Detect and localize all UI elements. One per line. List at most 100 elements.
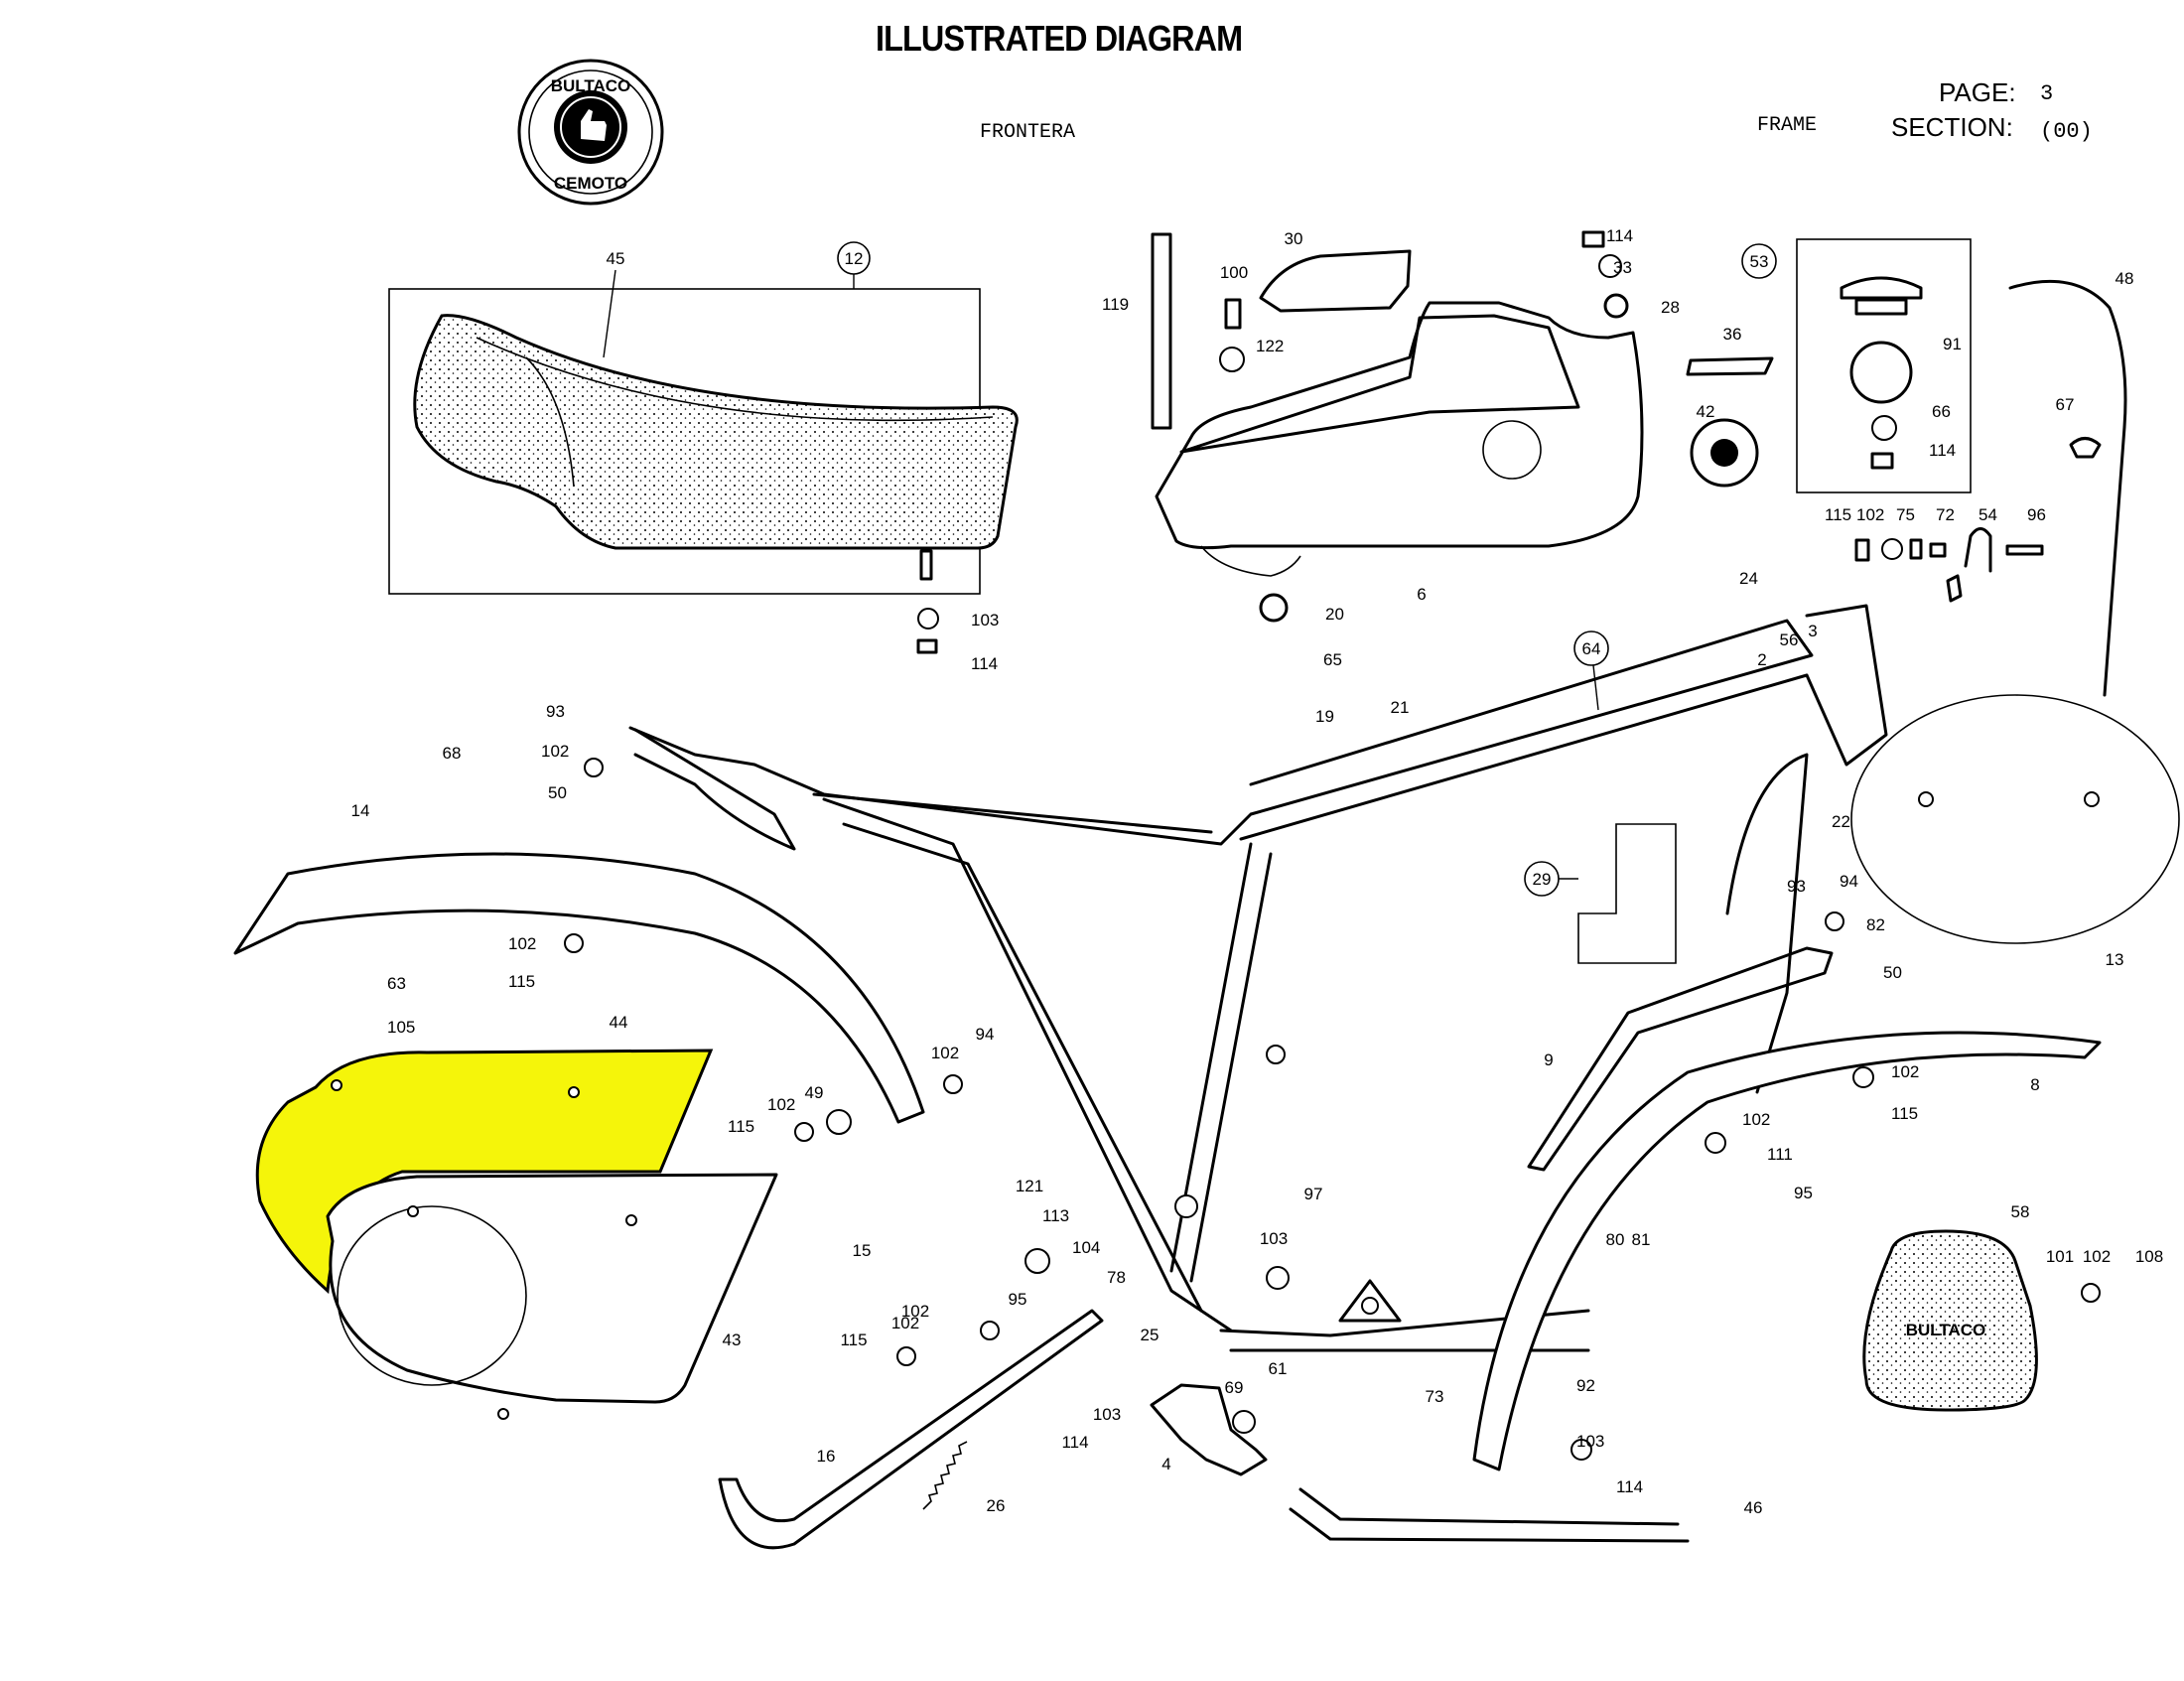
label-44: 44 — [610, 1013, 628, 1032]
label-58: 58 — [2011, 1202, 2030, 1221]
label-63: 63 — [387, 974, 406, 993]
label-4: 4 — [1161, 1455, 1170, 1473]
number-plate — [1850, 694, 2180, 944]
label-48: 48 — [2116, 269, 2134, 288]
label-94c: 94 — [976, 1025, 995, 1044]
label-45: 45 — [607, 249, 625, 268]
label-101: 101 — [2046, 1247, 2074, 1266]
label-119: 119 — [1102, 295, 1129, 314]
callout-53: 53 — [1750, 252, 1769, 271]
section-name: FRAME — [1757, 114, 1818, 137]
label-50a: 50 — [548, 783, 567, 802]
label-21: 21 — [1391, 698, 1410, 717]
fuel-tank — [1151, 230, 1644, 577]
label-92: 92 — [1576, 1376, 1595, 1395]
label-2: 2 — [1757, 650, 1766, 669]
label-91: 91 — [1943, 335, 1962, 353]
label-121: 121 — [1016, 1177, 1043, 1195]
label-122: 122 — [1256, 337, 1284, 355]
label-16: 16 — [817, 1447, 836, 1466]
bultaco-logo: BULTACO CEMOTO — [517, 59, 664, 206]
label-96: 96 — [2027, 505, 2046, 524]
label-115-bk: 115 — [1825, 505, 1851, 524]
label-102-mf: 102 — [2083, 1247, 2111, 1266]
label-68: 68 — [443, 744, 462, 763]
label-114-cap: 114 — [1929, 441, 1956, 460]
label-102-bk: 102 — [1856, 505, 1884, 524]
label-78: 78 — [1107, 1268, 1126, 1287]
label-114: 114 — [971, 654, 998, 673]
label-6: 6 — [1417, 585, 1426, 604]
label-95b: 95 — [1794, 1184, 1813, 1202]
label-65: 65 — [1323, 650, 1342, 669]
hardware-washers — [564, 593, 2101, 1461]
page-number: 3 — [2040, 81, 2054, 106]
label-54: 54 — [1979, 505, 1997, 524]
assembly-callouts: 12 53 64 29 — [837, 241, 1777, 897]
rear-fender — [233, 852, 925, 1124]
tank-strap — [1151, 232, 1172, 430]
label-9: 9 — [1544, 1051, 1553, 1069]
label-36: 36 — [1723, 325, 1742, 344]
label-114c: 114 — [1616, 1477, 1643, 1496]
label-56: 56 — [1780, 630, 1799, 649]
label-82: 82 — [1866, 915, 1885, 934]
callout-29: 29 — [1533, 870, 1552, 889]
callout-64: 64 — [1582, 639, 1601, 658]
bracket-hardware — [1854, 527, 2044, 603]
label-69: 69 — [1225, 1378, 1244, 1397]
logo-sub: CEMOTO — [554, 174, 627, 193]
section-number: (00) — [2040, 119, 2093, 144]
label-102-fw2: 102 — [1742, 1110, 1770, 1129]
label-67: 67 — [2056, 395, 2075, 414]
label-72: 72 — [1936, 505, 1955, 524]
label-105: 105 — [387, 1018, 415, 1037]
label-61: 61 — [1269, 1359, 1288, 1378]
spring — [922, 1441, 968, 1510]
label-50b: 50 — [1883, 963, 1902, 982]
label-15: 15 — [853, 1241, 872, 1260]
label-95c: 95 — [1009, 1290, 1027, 1309]
callout-12: 12 — [845, 249, 864, 268]
label-93a: 93 — [546, 702, 565, 721]
label-102a: 102 — [541, 742, 569, 761]
label-81: 81 — [1632, 1230, 1651, 1249]
model-name: FRONTERA — [980, 121, 1076, 144]
label-115-fw: 115 — [1891, 1104, 1918, 1123]
label-42: 42 — [1697, 402, 1715, 421]
label-22: 22 — [1832, 812, 1850, 831]
label-103e: 103 — [1093, 1405, 1121, 1424]
label-102f: 102 — [901, 1302, 929, 1321]
fuel-cap-assembly — [1796, 238, 1972, 493]
label-102-fw: 102 — [1891, 1062, 1919, 1081]
label-113: 113 — [1042, 1206, 1069, 1225]
label-80: 80 — [1606, 1230, 1625, 1249]
cable — [2008, 279, 2127, 697]
label-114e: 114 — [1061, 1433, 1088, 1452]
label-43: 43 — [723, 1331, 742, 1349]
side-cover — [326, 1173, 778, 1404]
label-30: 30 — [1285, 229, 1303, 248]
label-97: 97 — [1304, 1185, 1323, 1203]
part-labels: 45 103 114 119 30 100 122 6 114 33 28 36… — [351, 226, 2164, 1517]
label-25: 25 — [1141, 1326, 1160, 1344]
side-stand — [718, 1309, 1104, 1550]
label-24: 24 — [1739, 569, 1758, 588]
label-33: 33 — [1613, 258, 1632, 277]
thumbs-up-icon — [581, 109, 607, 141]
label-3: 3 — [1808, 622, 1817, 640]
label-108: 108 — [2135, 1247, 2163, 1266]
label-114-tank: 114 — [1606, 226, 1633, 245]
mudflap — [1862, 1229, 2038, 1412]
label-13: 13 — [2106, 950, 2124, 969]
label-103d: 103 — [1260, 1229, 1288, 1248]
label-20: 20 — [1325, 605, 1344, 624]
footrest — [1150, 1383, 1268, 1476]
label-104: 104 — [1072, 1238, 1100, 1257]
front-fender — [1472, 1031, 2102, 1471]
label-115e: 115 — [840, 1331, 867, 1349]
label-111: 111 — [1767, 1145, 1793, 1164]
label-26: 26 — [987, 1496, 1006, 1515]
label-28: 28 — [1661, 298, 1680, 317]
